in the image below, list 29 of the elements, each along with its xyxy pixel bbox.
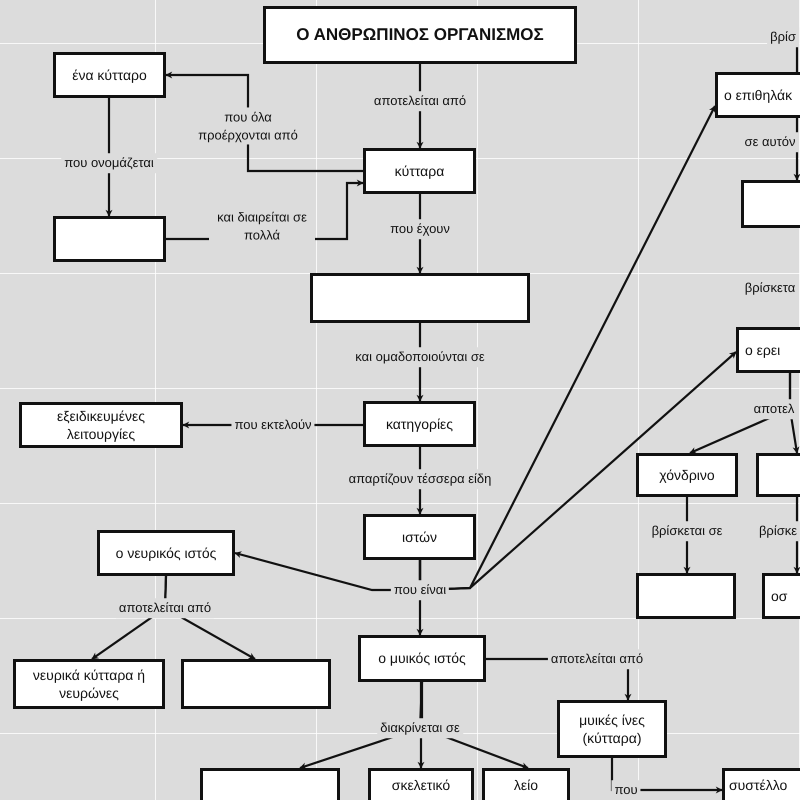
concept-box: λείο	[482, 768, 570, 800]
concept-box: σκελετικό	[368, 768, 474, 800]
edge-label: διακρίνεται σε	[377, 718, 463, 738]
empty-box	[741, 180, 800, 228]
edge-label: που είναι	[390, 580, 450, 600]
empty-box	[636, 573, 736, 619]
concept-box: ένα κύτταρο	[53, 52, 166, 98]
arrow	[418, 351, 737, 592]
heading-box: Ο ΑΝΘΡΩΠΙΝΟΣ ΟΡΓΑΝΙΣΜΟΣ	[263, 6, 577, 64]
concept-box: ο μυικός ιστός	[358, 635, 486, 682]
edge-label: που	[611, 780, 641, 800]
concept-box: μυικές ίνες (κύτταρα)	[557, 700, 667, 758]
concept-box: ο επιθηλάκ	[715, 72, 800, 118]
concept-box: νευρικά κύτταρα ή νευρώνες	[13, 659, 165, 709]
concept-box: κατηγορίες	[363, 401, 476, 447]
edge-label: που ονομάζεται	[61, 153, 157, 173]
empty-box	[756, 453, 800, 497]
empty-box	[53, 216, 166, 262]
concept-box: ιστών	[363, 514, 476, 560]
concept-box: χόνδρινο	[636, 453, 738, 497]
concept-box: ο νευρικός ιστός	[97, 530, 235, 576]
concept-box: οσ	[762, 573, 800, 619]
concept-box: κύτταρα	[363, 148, 476, 194]
empty-box	[310, 273, 530, 323]
concept-box: συστέλλο	[722, 768, 800, 800]
concept-box: ο ερει	[736, 327, 800, 373]
empty-box	[181, 659, 331, 709]
concept-box: εξειδικευμένες λειτουργίες	[19, 402, 183, 448]
empty-box	[200, 768, 340, 800]
